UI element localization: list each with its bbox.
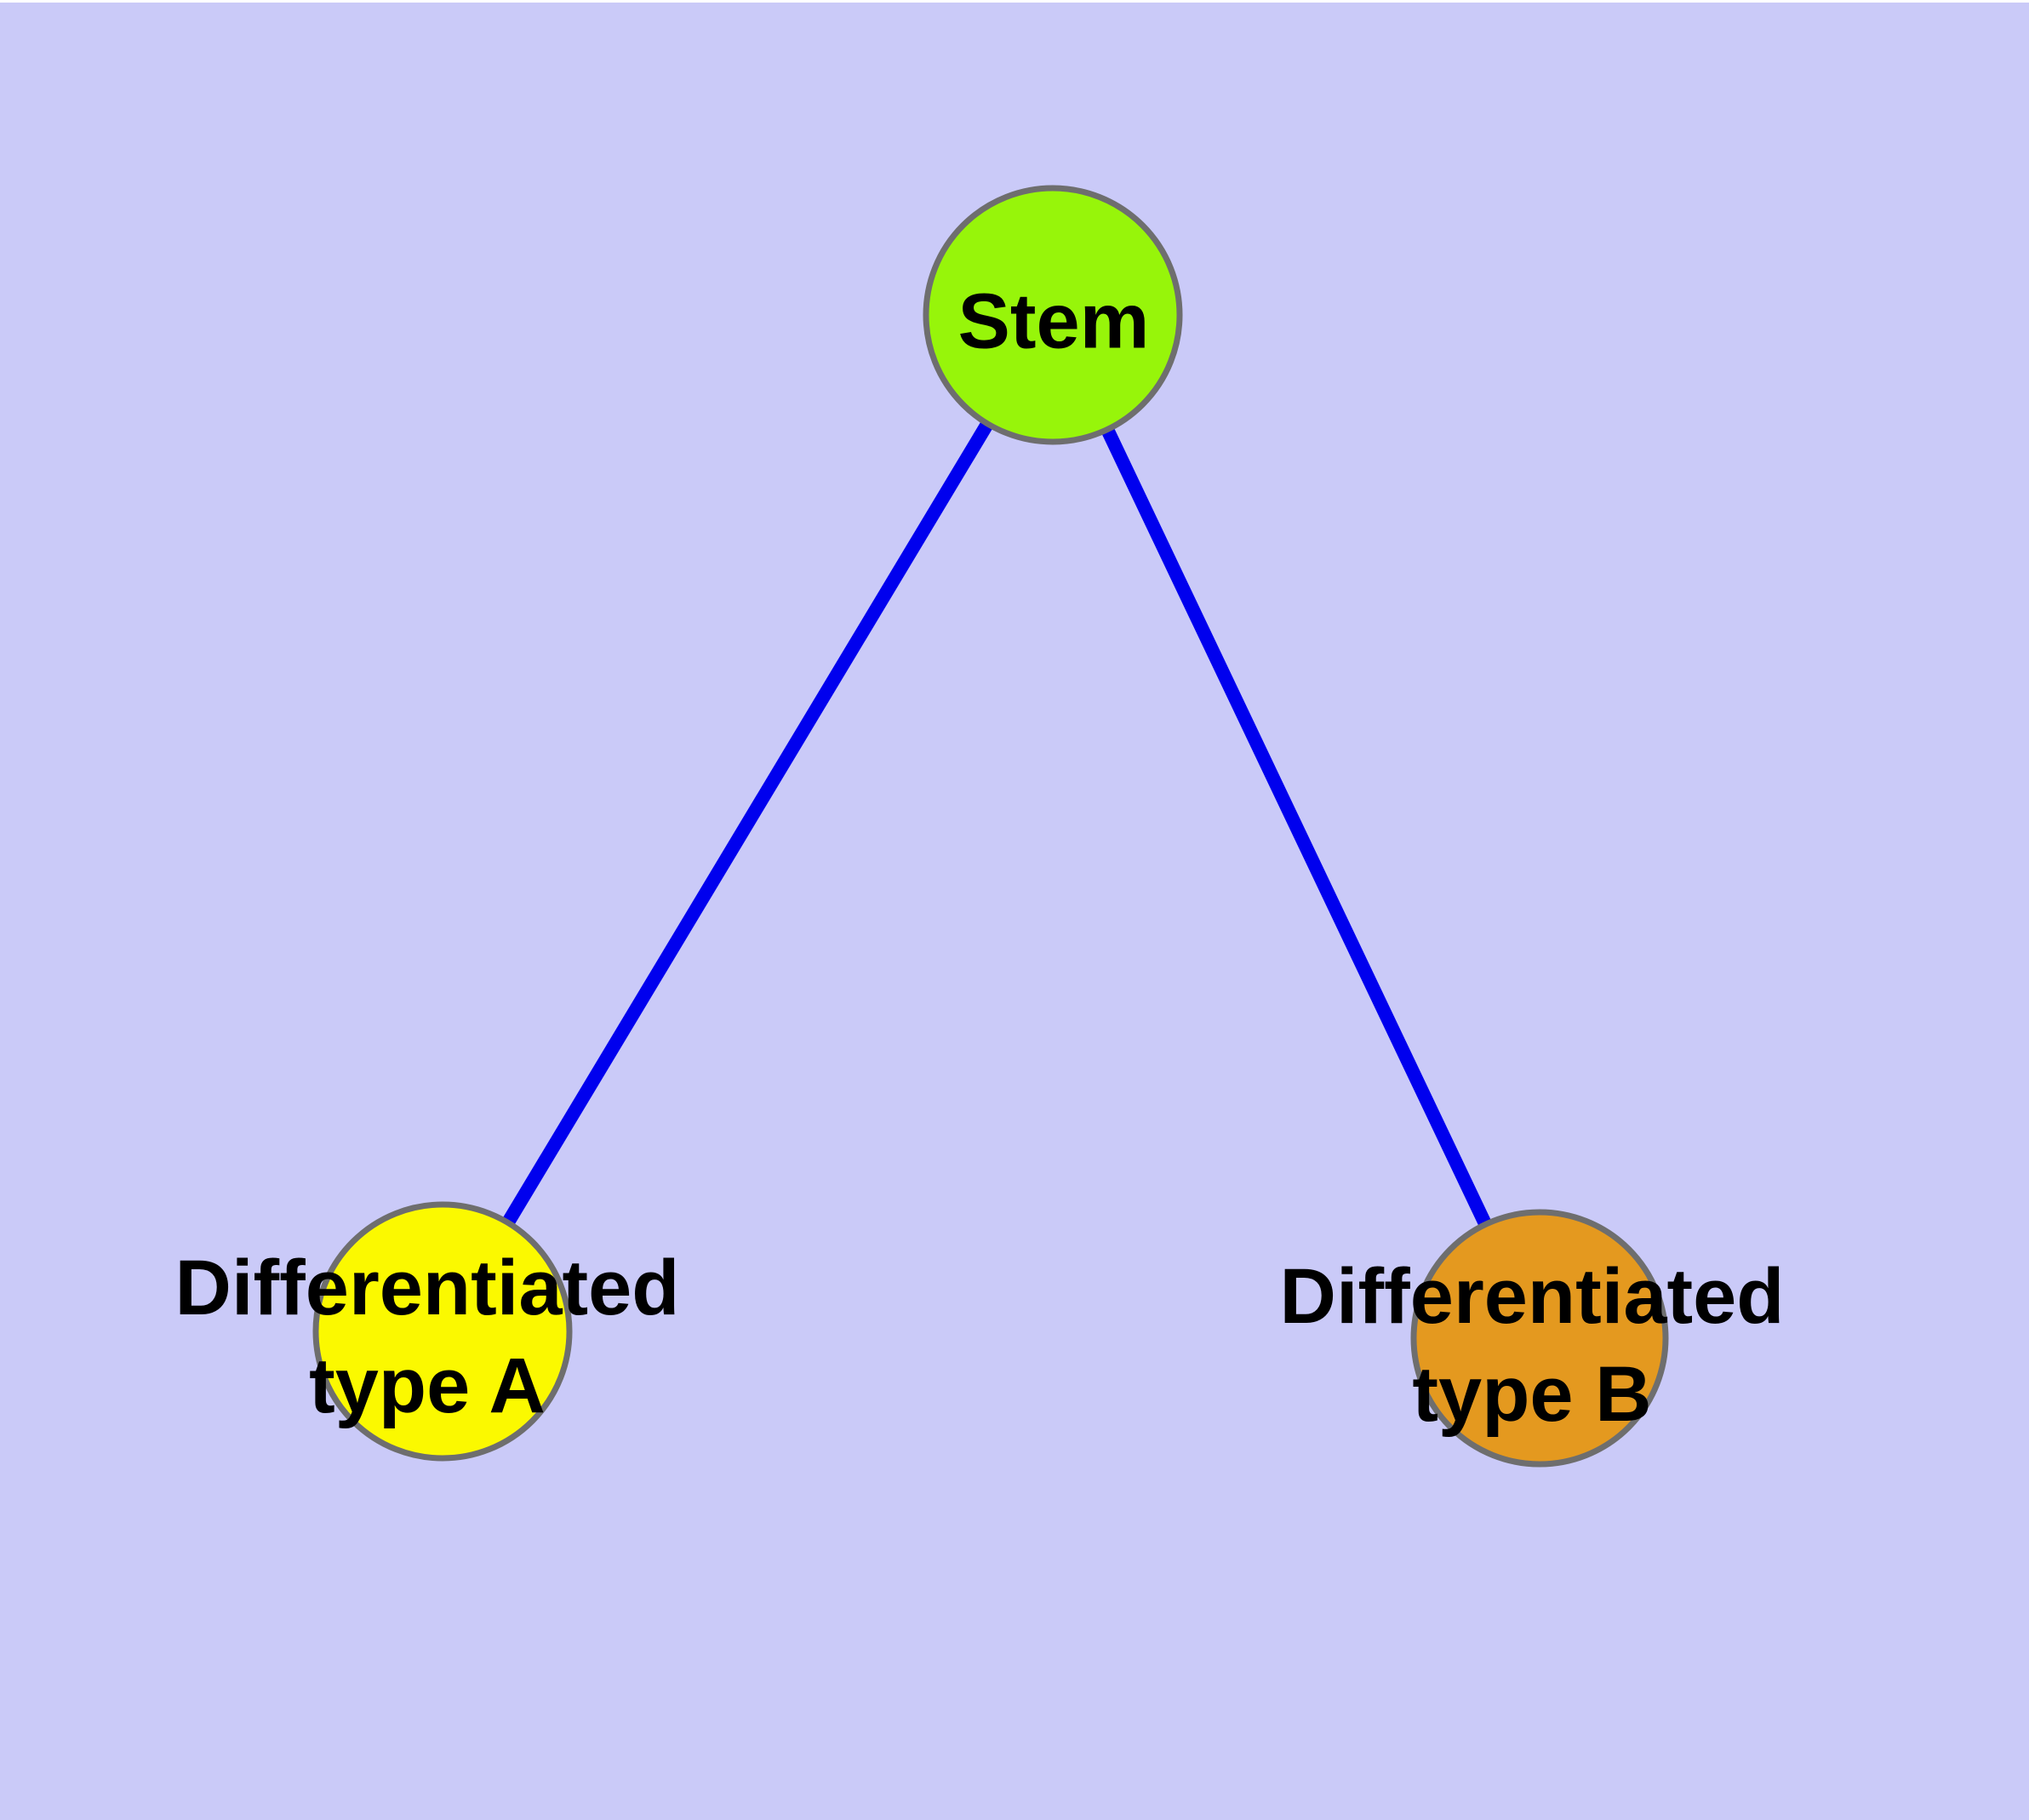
node-group [312,185,1669,1468]
node-stem [923,185,1183,445]
edge-stem-to-type-a [437,311,1059,1336]
node-differentiated-type-a [312,1201,573,1462]
edge-group [437,311,1546,1342]
edge-stem-to-type-b [1046,312,1546,1342]
node-differentiated-type-b [1410,1209,1669,1468]
